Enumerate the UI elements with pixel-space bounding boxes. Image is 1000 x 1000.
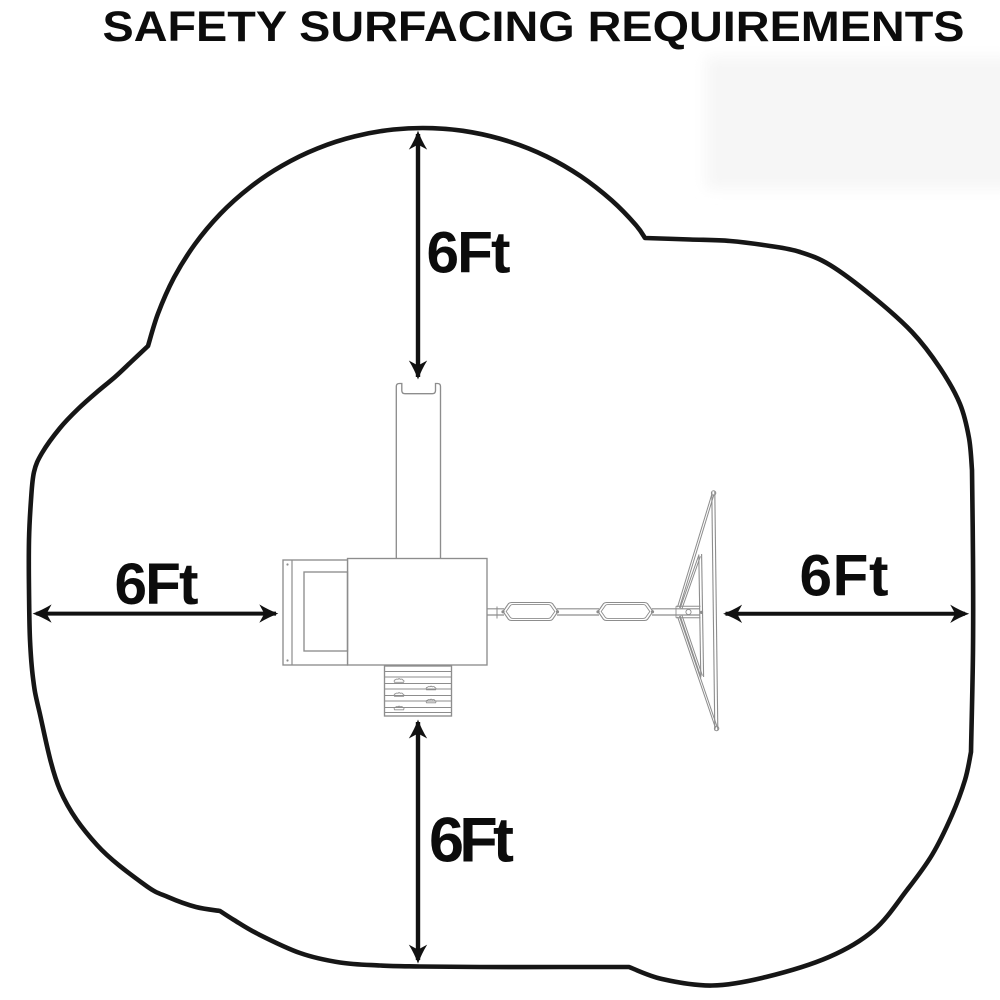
svg-text:6Ft: 6Ft bbox=[800, 544, 889, 609]
svg-text:SAFETY SURFACING REQUIREMENTS: SAFETY SURFACING REQUIREMENTS bbox=[103, 3, 965, 51]
svg-text:6Ft: 6Ft bbox=[115, 552, 199, 617]
svg-text:6Ft: 6Ft bbox=[429, 806, 514, 876]
svg-text:6Ft: 6Ft bbox=[427, 221, 511, 286]
